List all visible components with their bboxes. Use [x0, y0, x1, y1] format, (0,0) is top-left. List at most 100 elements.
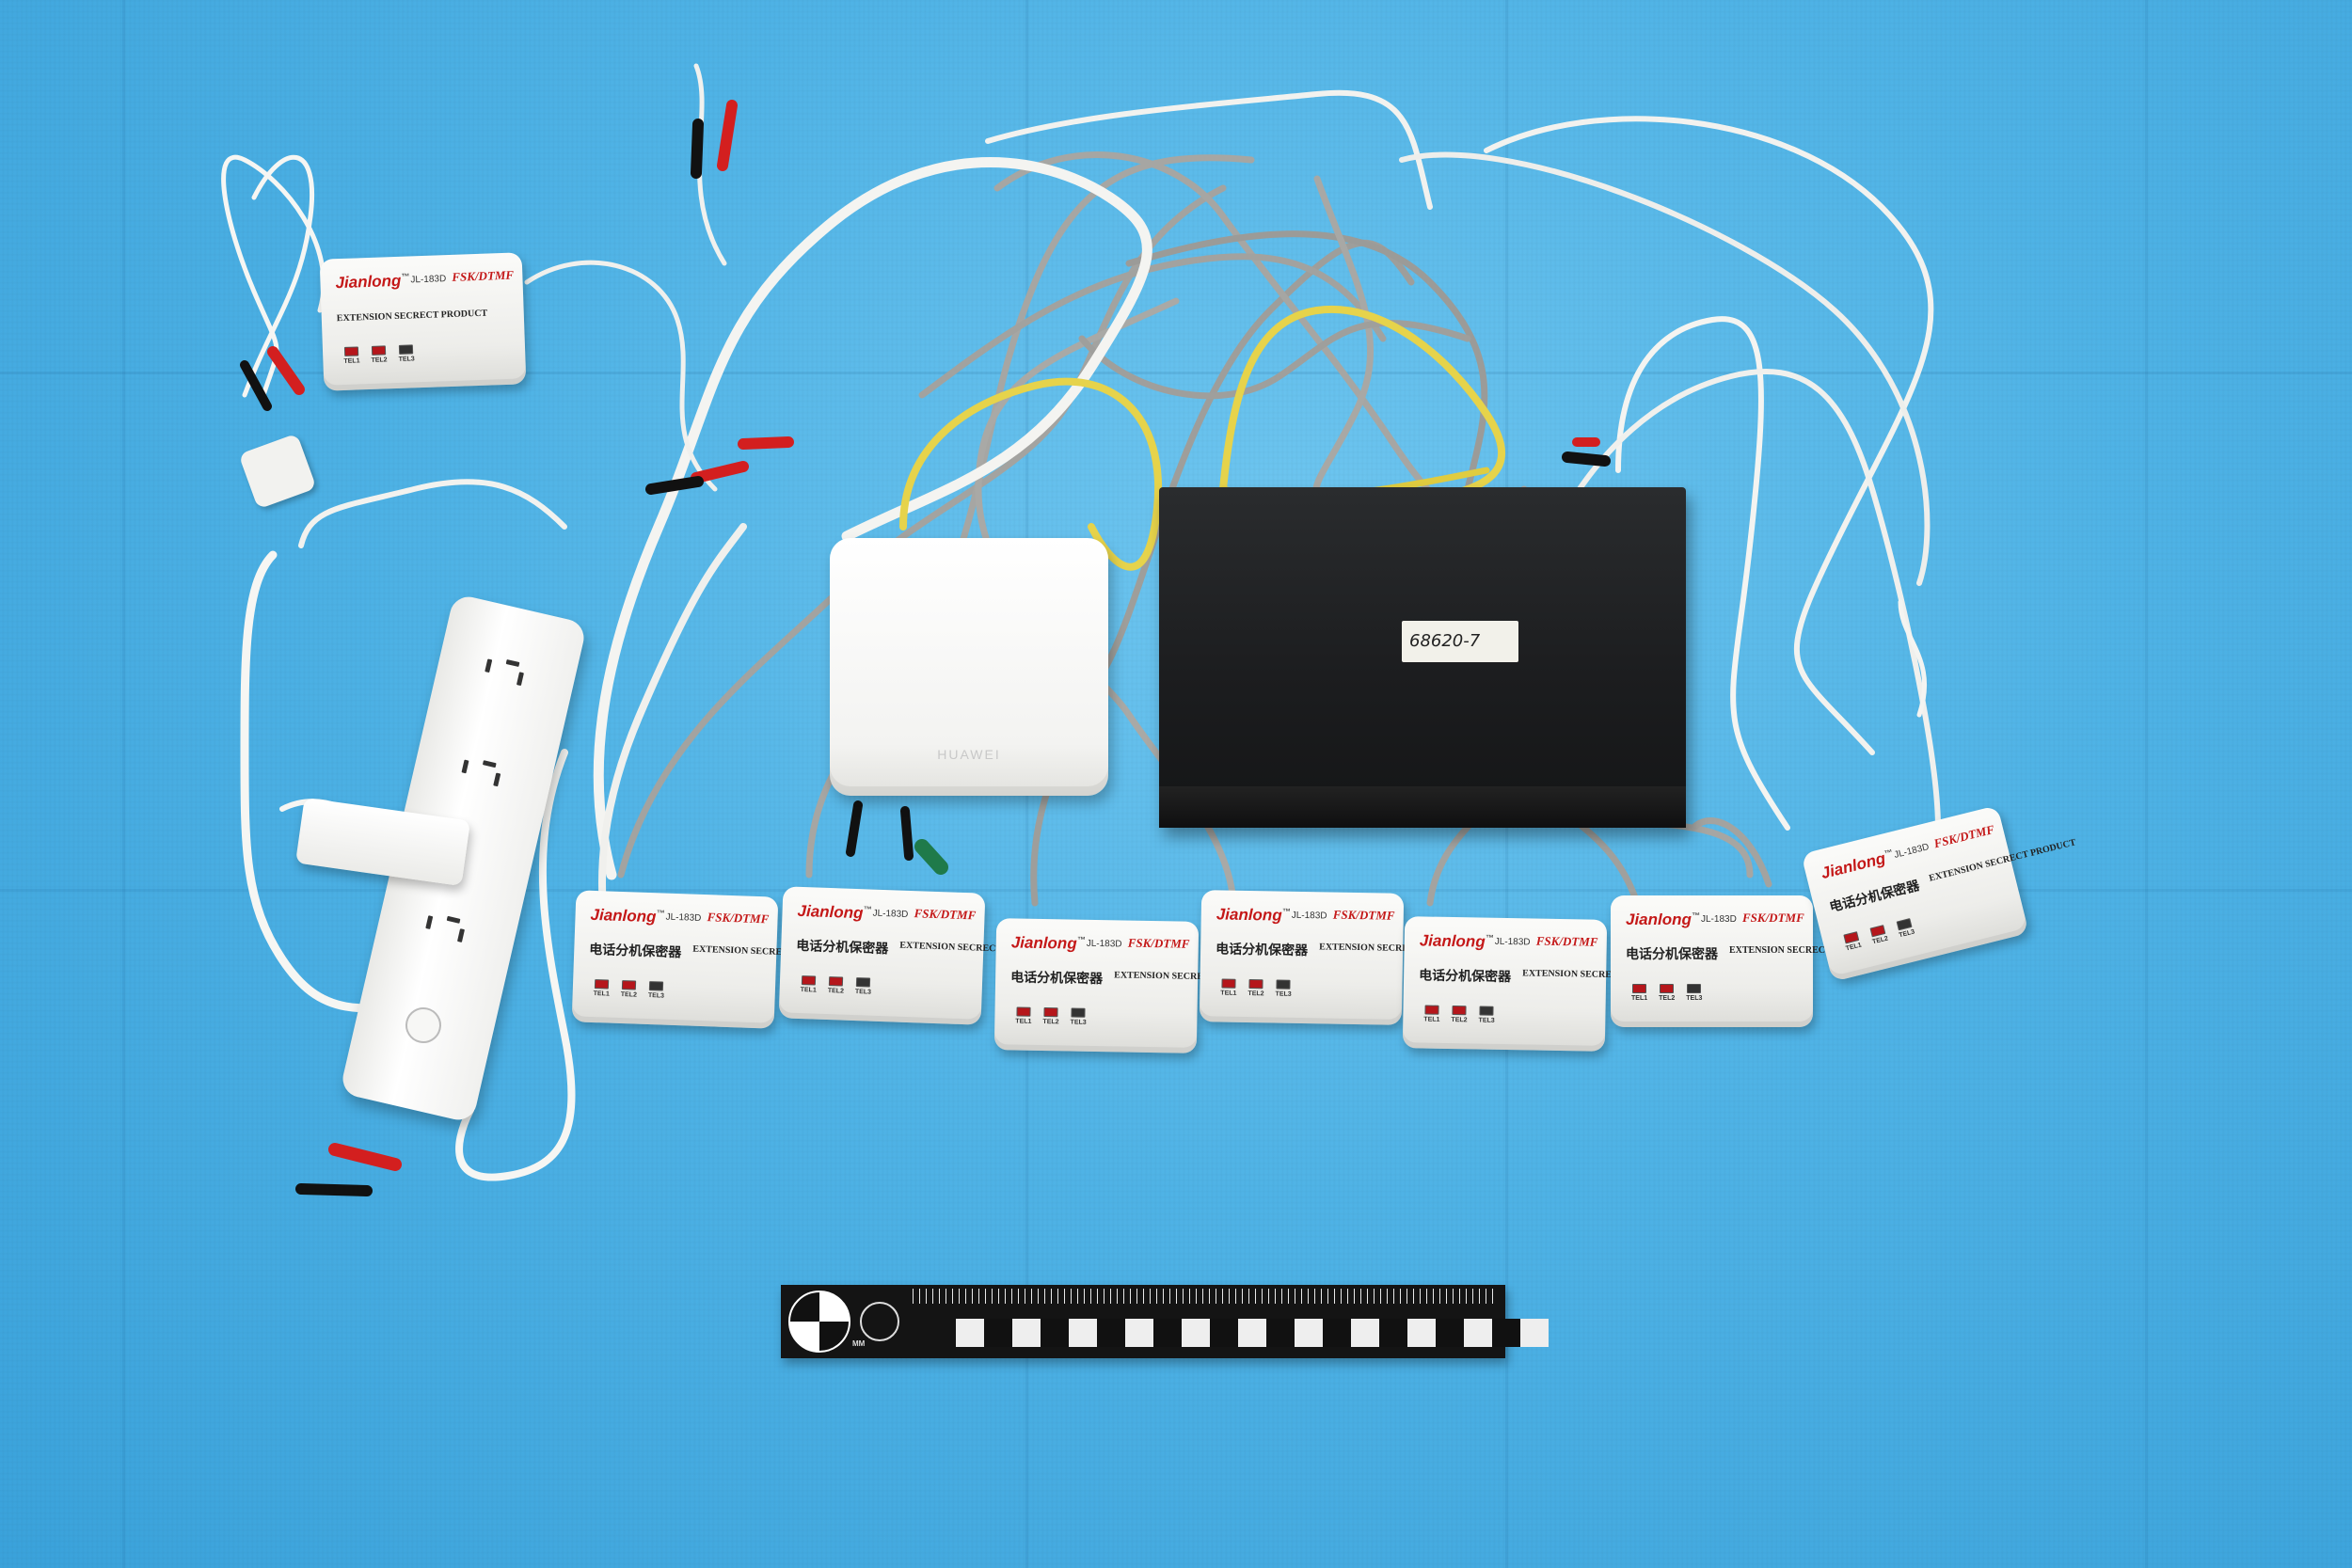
cloth-fold	[122, 0, 125, 1568]
power-switch-button	[402, 1004, 445, 1047]
port-led	[1424, 1005, 1439, 1015]
chinese-title: 电话分机保密器	[589, 942, 682, 961]
phone-splitter-box: Jianlong™ JL-183D FSK/DTMF 电话分机保密器 EXTEN…	[1402, 916, 1674, 1052]
port-led	[343, 346, 359, 356]
brand-label: Jianlong™	[1626, 911, 1700, 928]
port-led	[1248, 979, 1263, 990]
port-row: TEL1 TEL2 TEL3	[1842, 917, 1915, 952]
white-cable	[1898, 599, 1927, 718]
phone-splitter-box: Jianlong™ JL-183D FSK/DTMF EXTENSION SEC…	[319, 252, 527, 391]
product-label: EXTENSION SECRECT PRODUCT	[336, 308, 488, 325]
port-led	[1071, 1007, 1086, 1018]
port-row: TEL1 TEL2 TEL3	[343, 344, 415, 365]
cloth-fold	[0, 889, 2352, 892]
grey-cable	[1690, 817, 1772, 888]
phone-splitter-box: Jianlong™ JL-183D FSK/DTMF 电话分机保密器 EXTEN…	[778, 886, 1051, 1025]
black-voip-gateway: 68620-7	[1159, 487, 1686, 828]
model-label: JL-183D	[1086, 938, 1122, 950]
port-led	[856, 977, 871, 988]
alligator-clip-black	[240, 360, 272, 411]
scale-crosshair-icon	[860, 1302, 899, 1341]
white-cable	[221, 154, 326, 398]
port-led	[1276, 979, 1291, 990]
ruler-ticks	[913, 1289, 1496, 1304]
alligator-clip-black	[846, 800, 863, 857]
brand-label: Jianlong™	[1216, 905, 1291, 925]
cloth-fold	[0, 372, 2352, 374]
outlet-socket	[445, 739, 518, 817]
alligator-clip-black	[691, 119, 704, 179]
white-cable	[1559, 369, 1941, 831]
brand-label: Jianlong™	[590, 905, 665, 927]
port-led	[594, 979, 610, 990]
protocol-label: FSK/DTMF	[707, 910, 770, 927]
port-led	[1043, 1007, 1058, 1018]
port-led	[1687, 984, 1702, 993]
outlet-socket	[408, 895, 482, 973]
product-label: EXTENSION SECRECT PRODUCT	[1729, 945, 1881, 956]
white-cable	[524, 260, 718, 492]
chinese-title: 电话分机保密器	[1009, 970, 1104, 988]
alligator-clip-red	[738, 436, 794, 450]
phone-splitter-box: Jianlong™ JL-183D FSK/DTMF 电话分机保密器 EXTEN…	[571, 890, 844, 1029]
grey-cable	[1125, 230, 1488, 493]
scale-target-icon	[788, 1291, 850, 1353]
white-cable	[593, 157, 1152, 880]
grey-cable	[1311, 175, 1375, 531]
port-led	[649, 981, 664, 991]
port-row: TEL1 TEL2 TEL3	[1015, 1006, 1087, 1026]
port-led	[1221, 978, 1236, 989]
brand-label: Jianlong™	[335, 271, 410, 293]
port-led	[399, 344, 414, 355]
port-row: TEL1 TEL2 TEL3	[1220, 978, 1292, 998]
port-led	[1632, 984, 1647, 993]
port-led	[622, 980, 637, 990]
protocol-label: FSK/DTMF	[1535, 933, 1598, 949]
ethernet-cable	[899, 377, 1163, 571]
phone-splitter-box: Jianlong™ JL-183D FSK/DTMF 电话分机保密器 EXTEN…	[1199, 890, 1470, 1025]
alligator-clip-red	[691, 461, 749, 483]
protocol-label: FSK/DTMF	[1742, 911, 1804, 925]
alligator-clip-black	[295, 1183, 373, 1196]
model-label: JL-183D	[410, 274, 447, 286]
port-led	[801, 975, 817, 986]
chinese-title: 电话分机保密器	[1418, 968, 1512, 986]
port-row: TEL1 TEL2 TEL3	[1631, 984, 1702, 1002]
port-led	[1452, 1006, 1467, 1016]
port-row: TEL1 TEL2 TEL3	[1423, 1005, 1495, 1024]
forensic-scale-ruler: MM	[781, 1285, 1549, 1358]
router-logo: HUAWEI	[937, 747, 1001, 762]
alligator-clip-black	[1562, 451, 1611, 467]
white-cable	[455, 749, 576, 1181]
white-cable	[240, 550, 456, 1013]
huawei-router: HUAWEI	[830, 538, 1108, 796]
alligator-clip-black	[645, 476, 704, 495]
port-led	[1479, 1006, 1494, 1016]
protocol-label: FSK/DTMF	[1332, 907, 1395, 923]
checker-pattern	[956, 1319, 1549, 1347]
model-label: JL-183D	[665, 911, 702, 924]
model-label: JL-183D	[1494, 936, 1531, 948]
white-cable	[1615, 316, 1790, 831]
model-label: JL-183D	[1893, 842, 1931, 861]
port-led	[829, 976, 844, 987]
brand-label: Jianlong™	[1819, 847, 1894, 883]
phone-splitter-box: Jianlong™ JL-183D FSK/DTMF 电话分机保密器 EXTEN…	[993, 918, 1265, 1053]
model-label: JL-183D	[1291, 910, 1327, 922]
white-cable	[985, 89, 1433, 210]
alligator-clip-red	[328, 1143, 402, 1171]
green-tape	[914, 839, 948, 875]
white-cable	[1399, 151, 1931, 586]
port-led	[372, 345, 387, 356]
protocol-label: FSK/DTMF	[452, 267, 515, 284]
chinese-title: 电话分机保密器	[1626, 947, 1718, 962]
phone-splitter-box: Jianlong™ JL-183D FSK/DTMF 电话分机保密器 EXTEN…	[1611, 895, 1880, 1027]
brand-label: Jianlong™	[1010, 933, 1086, 953]
grey-cable	[918, 253, 1387, 399]
chinese-title: 电话分机保密器	[1828, 878, 1922, 916]
alligator-clip-black	[900, 806, 914, 861]
outlet-socket	[468, 639, 541, 717]
alligator-clip-red	[267, 346, 305, 395]
alligator-clip-red	[717, 100, 738, 171]
